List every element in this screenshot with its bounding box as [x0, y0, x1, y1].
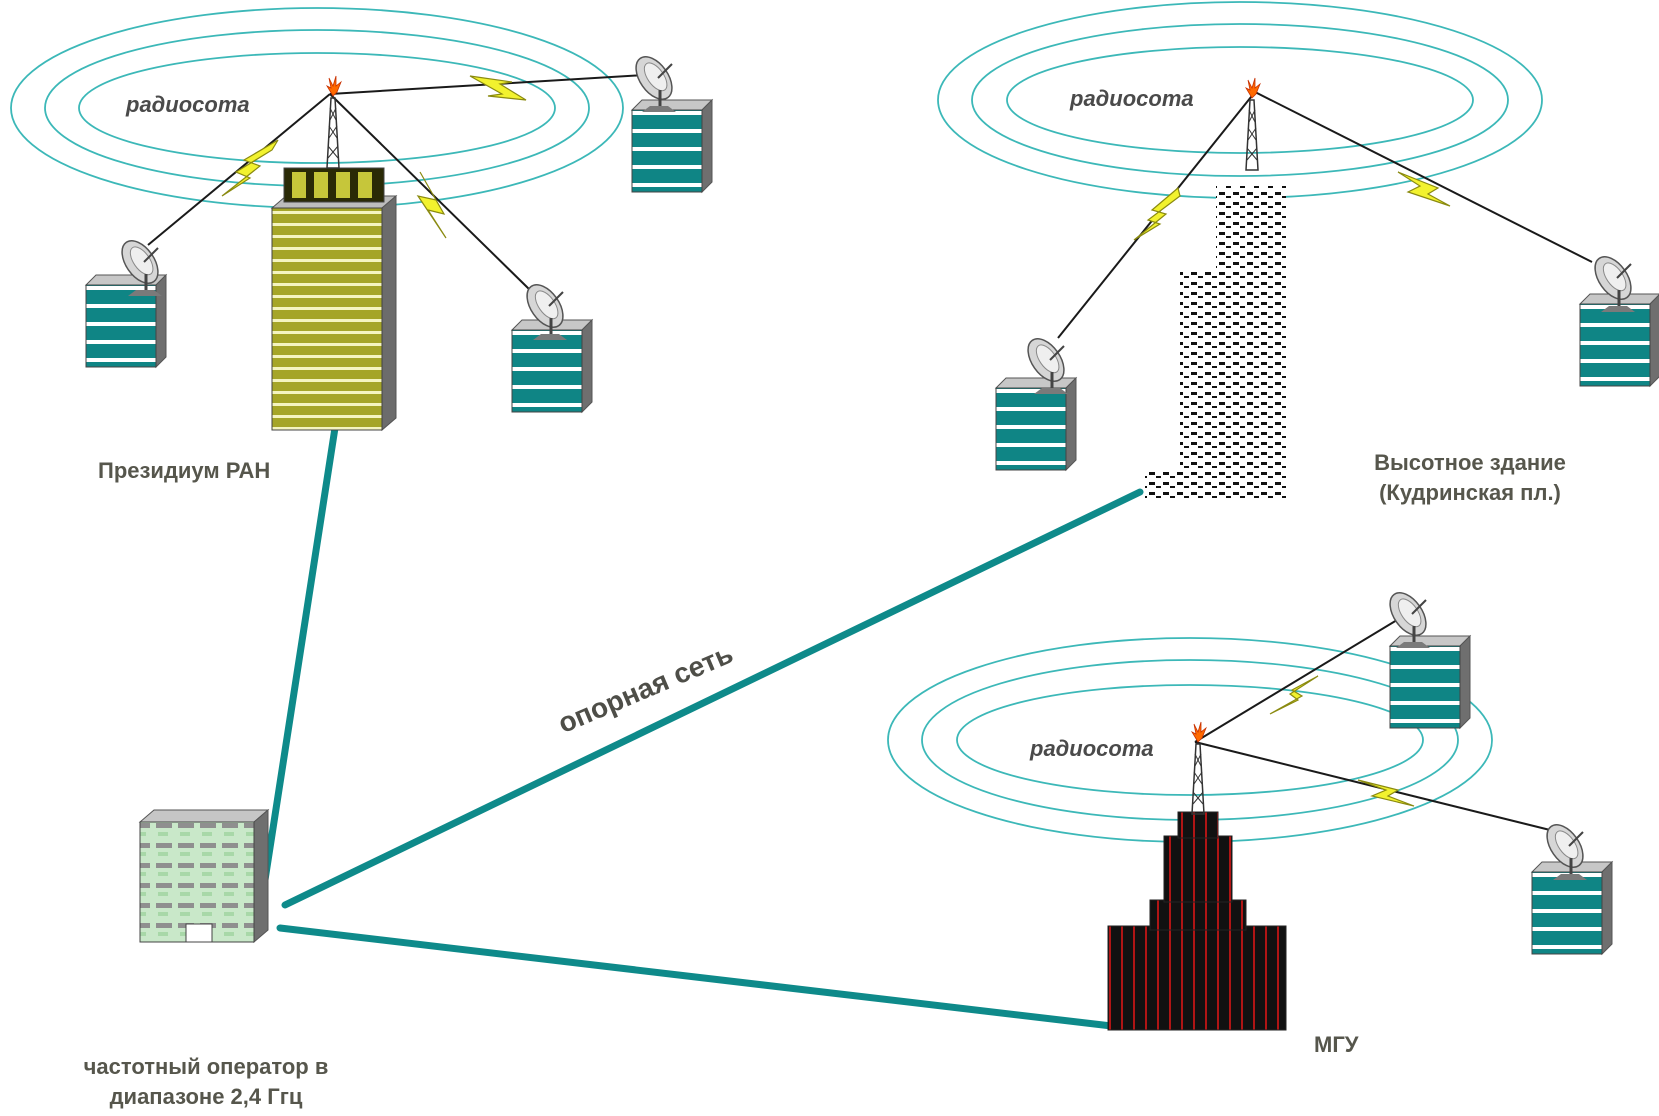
client-building-highrise-left — [995, 330, 1077, 471]
cell-label-highrise: радиосота — [1070, 86, 1194, 111]
backbone-links — [261, 411, 1144, 1031]
radio-cell-rings-highrise — [937, 1, 1543, 199]
cell-label-msu: радиосота — [1030, 736, 1154, 761]
msu-building — [1107, 721, 1287, 1031]
site-label-highrise-line1: Высотное здание — [1374, 450, 1566, 475]
client-building-msu-top — [1381, 584, 1471, 729]
site-label-highrise-line2: (Кудринская пл.) — [1379, 480, 1561, 505]
backbone-link-msu — [276, 924, 1124, 1031]
client-building-presidium-right — [511, 276, 593, 413]
client-building-msu-right — [1531, 816, 1613, 955]
operator-building — [138, 808, 270, 944]
presidium-antenna-icon — [326, 75, 342, 169]
site-label-msu: МГУ — [1314, 1032, 1359, 1057]
client-building-highrise-right — [1579, 248, 1659, 387]
site-label-operator: частотный оператор в диапазоне 2,4 Ггц — [56, 1052, 356, 1112]
backbone-link-highrise — [281, 488, 1144, 909]
presidium-building — [270, 75, 398, 432]
client-building-presidium-left — [85, 232, 167, 368]
cell-label-presidium: радиосота — [126, 92, 250, 117]
highrise-antenna-icon — [1245, 77, 1261, 171]
site-label-operator-line2: диапазоне 2,4 Ггц — [109, 1084, 303, 1109]
site-label-operator-line1: частотный оператор в — [83, 1054, 329, 1079]
site-label-presidium: Президиум РАН — [98, 458, 271, 483]
highrise-building — [1145, 77, 1286, 500]
radio-links — [147, 74, 1593, 831]
site-label-highrise: Высотное здание (Кудринская пл.) — [1340, 448, 1600, 508]
client-building-presidium-far — [627, 48, 713, 193]
backbone-link-presidium — [261, 411, 341, 884]
